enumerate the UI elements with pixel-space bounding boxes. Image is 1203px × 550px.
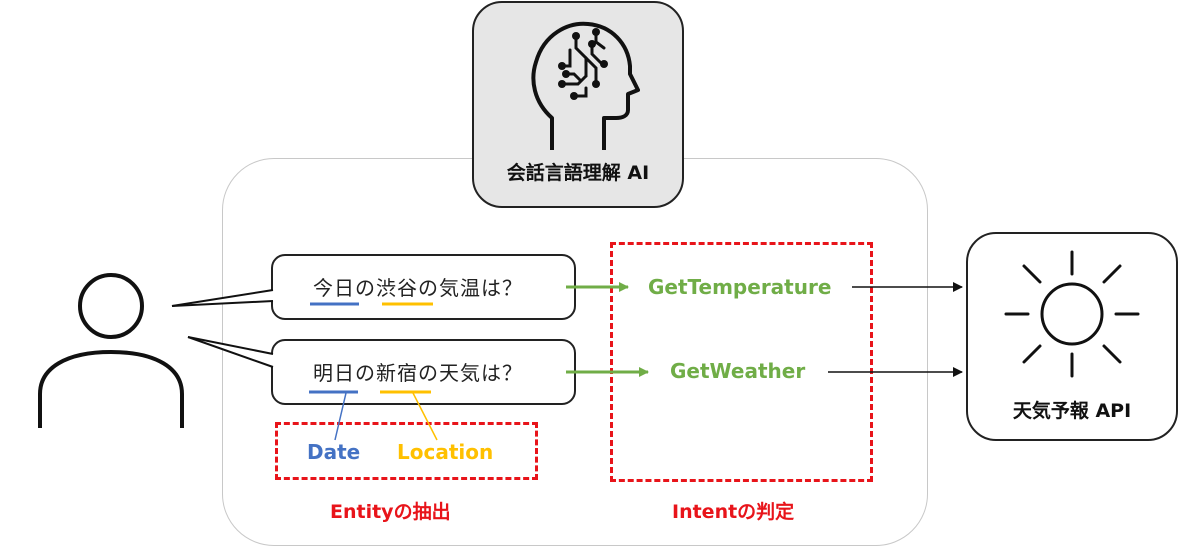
intent-judgement-area <box>610 242 873 482</box>
weather-api-box <box>966 232 1178 441</box>
intent-get-temperature: GetTemperature <box>648 275 832 299</box>
entity-location-label: Location <box>397 440 494 464</box>
location-leader-line <box>412 392 438 441</box>
ai-service-label: 会話言語理解 AI <box>506 162 650 184</box>
entity-extraction-label: Entityの抽出 <box>330 501 451 523</box>
bubble-tail-2 <box>187 336 274 355</box>
entity-extraction-area <box>275 422 538 480</box>
person-icon <box>38 273 184 428</box>
intent-get-weather: GetWeather <box>670 359 806 383</box>
entity-date-label: Date <box>307 440 361 464</box>
weather-api-label: 天気予報 API <box>1012 400 1132 422</box>
utterance-bubble-1 <box>271 254 576 320</box>
brain-circuit-icon <box>531 21 640 150</box>
utterance-text-2: 明日の新宿の天気は？ <box>313 361 523 385</box>
bubble-tail-1 <box>171 289 274 307</box>
date-leader-line <box>334 392 347 441</box>
sun-icon <box>1004 250 1140 378</box>
utterance-text-1: 今日の渋谷の気温は？ <box>313 276 523 300</box>
utterance-bubble-2 <box>271 339 576 405</box>
intent-judgement-label: Intentの判定 <box>672 501 795 523</box>
